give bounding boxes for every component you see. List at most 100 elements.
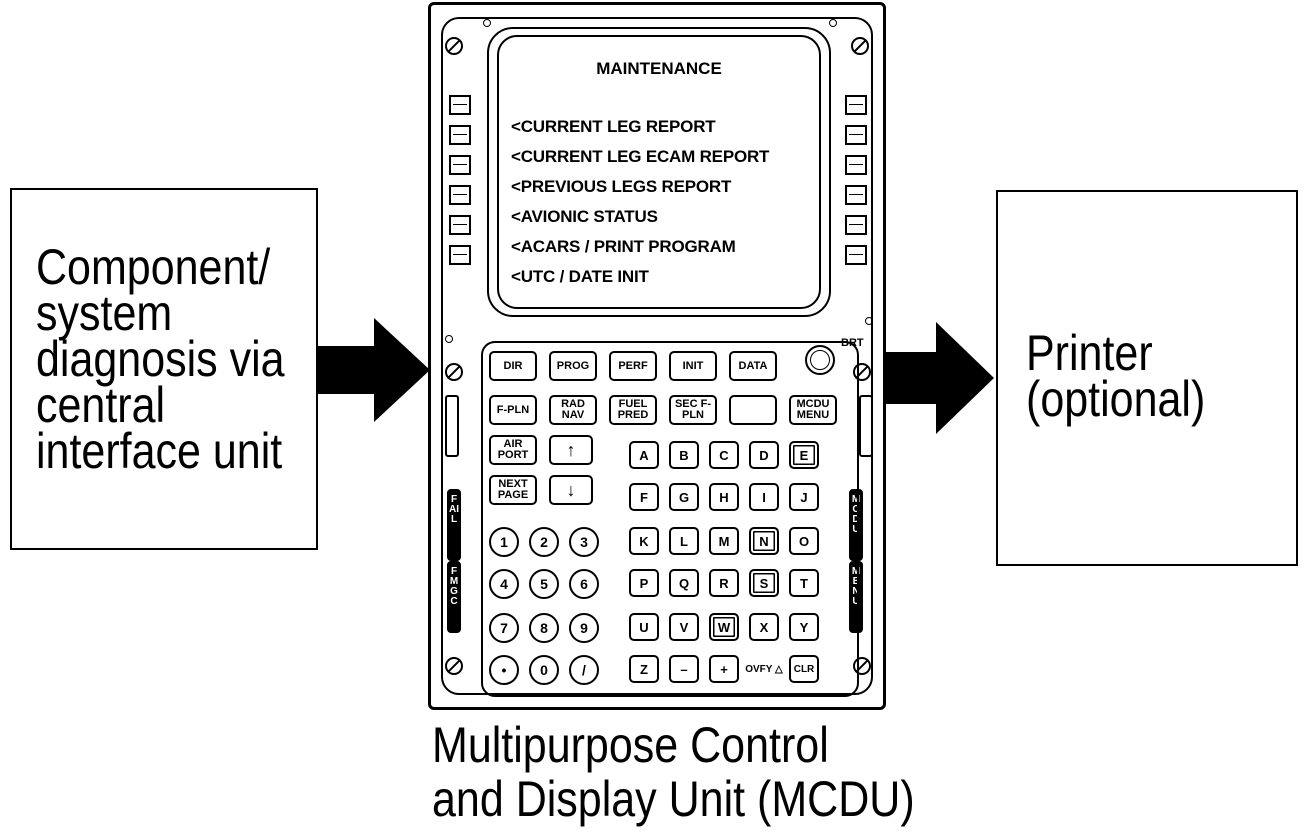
plus-key[interactable]: + — [709, 655, 739, 683]
printer-line-2: (optional) — [1026, 371, 1206, 427]
mcdu-unit: MAINTENANCE <CURRENT LEG REPORT <CURRENT… — [428, 2, 886, 710]
side-slot-left — [445, 395, 459, 457]
key-0[interactable]: 0 — [529, 655, 559, 685]
fmgc-annunciator: FMGC — [447, 561, 461, 633]
key-o[interactable]: O — [789, 527, 819, 555]
key-e[interactable]: E — [789, 441, 819, 469]
dir-key[interactable]: DIR — [489, 351, 537, 381]
decimal-key[interactable]: • — [489, 655, 519, 685]
diagnosis-line-5: interface unit — [36, 423, 283, 479]
line-select-key-left-3[interactable] — [449, 155, 471, 175]
diagnosis-text: Component/ system diagnosis via central … — [36, 242, 285, 479]
line-select-key-right-2[interactable] — [845, 125, 867, 145]
screen-title: MAINTENANCE — [596, 59, 722, 78]
line-select-key-right-4[interactable] — [845, 185, 867, 205]
sec-f-pln-key[interactable]: SEC F-PLN — [669, 395, 717, 425]
prog-key[interactable]: PROG — [549, 351, 597, 381]
menu-item-current-leg-ecam-report[interactable]: <CURRENT LEG ECAM REPORT — [511, 147, 770, 166]
key-8[interactable]: 8 — [529, 613, 559, 643]
brightness-knob[interactable] — [805, 345, 835, 375]
perf-key[interactable]: PERF — [609, 351, 657, 381]
f-pln-key[interactable]: F-PLN — [489, 395, 537, 425]
key-p[interactable]: P — [629, 569, 659, 597]
key-a[interactable]: A — [629, 441, 659, 469]
key-w[interactable]: W — [709, 613, 739, 641]
line-select-key-left-6[interactable] — [449, 245, 471, 265]
menu-item-previous-legs-report[interactable]: <PREVIOUS LEGS REPORT — [511, 177, 732, 196]
menu-annunciator: MENU — [849, 561, 863, 633]
side-slot-right — [859, 395, 873, 457]
fuel-pred-key[interactable]: FUEL PRED — [609, 395, 657, 425]
data-key[interactable]: DATA — [729, 351, 777, 381]
clr-key[interactable]: CLR — [789, 655, 819, 683]
key-z[interactable]: Z — [629, 655, 659, 683]
key-1[interactable]: 1 — [489, 527, 519, 557]
key-r[interactable]: R — [709, 569, 739, 597]
minus-key[interactable]: – — [669, 655, 699, 683]
line-select-key-right-6[interactable] — [845, 245, 867, 265]
mount-hole-icon — [483, 19, 491, 27]
key-j[interactable]: J — [789, 483, 819, 511]
key-u[interactable]: U — [629, 613, 659, 641]
key-x[interactable]: X — [749, 613, 779, 641]
display-screen: MAINTENANCE <CURRENT LEG REPORT <CURRENT… — [497, 35, 821, 309]
printer-text: Printer (optional) — [1026, 325, 1206, 427]
key-l[interactable]: L — [669, 527, 699, 555]
diagnosis-line-2: system — [36, 285, 173, 341]
key-h[interactable]: H — [709, 483, 739, 511]
line-select-key-left-5[interactable] — [449, 215, 471, 235]
line-select-key-right-5[interactable] — [845, 215, 867, 235]
line-select-key-right-1[interactable] — [845, 95, 867, 115]
airport-key[interactable]: AIR PORT — [489, 435, 537, 465]
key-k[interactable]: K — [629, 527, 659, 555]
ovfy-key[interactable]: OVFY △ — [745, 653, 783, 685]
menu-item-acars-print-program[interactable]: <ACARS / PRINT PROGRAM — [511, 237, 736, 256]
up-arrow-key[interactable]: ↑ — [549, 435, 593, 465]
next-page-key[interactable]: NEXT PAGE — [489, 475, 537, 505]
mcdu-inner-frame — [441, 17, 873, 695]
blank-key[interactable] — [729, 395, 777, 425]
key-7[interactable]: 7 — [489, 613, 519, 643]
menu-annunciator-label: MENU — [851, 566, 861, 607]
input-arrow-icon — [318, 318, 430, 422]
screw-icon — [445, 657, 463, 675]
init-key[interactable]: INIT — [669, 351, 717, 381]
key-b[interactable]: B — [669, 441, 699, 469]
key-2[interactable]: 2 — [529, 527, 559, 557]
menu-item-avionic-status[interactable]: <AVIONIC STATUS — [511, 207, 658, 226]
key-4[interactable]: 4 — [489, 569, 519, 599]
key-q[interactable]: Q — [669, 569, 699, 597]
menu-item-current-leg-report[interactable]: <CURRENT LEG REPORT — [511, 117, 716, 136]
key-c[interactable]: C — [709, 441, 739, 469]
mount-hole-icon — [865, 317, 873, 325]
key-i[interactable]: I — [749, 483, 779, 511]
mcdu-caption: Multipurpose Control and Display Unit (M… — [432, 718, 915, 826]
output-arrow-icon — [886, 322, 994, 434]
down-arrow-key[interactable]: ↓ — [549, 475, 593, 505]
mount-hole-icon — [445, 335, 453, 343]
key-s[interactable]: S — [749, 569, 779, 597]
display-bezel: MAINTENANCE <CURRENT LEG REPORT <CURRENT… — [487, 27, 831, 317]
line-select-key-left-1[interactable] — [449, 95, 471, 115]
mcdu-menu-key[interactable]: MCDU MENU — [789, 395, 837, 425]
key-f[interactable]: F — [629, 483, 659, 511]
key-v[interactable]: V — [669, 613, 699, 641]
key-3[interactable]: 3 — [569, 527, 599, 557]
key-d[interactable]: D — [749, 441, 779, 469]
key-n[interactable]: N — [749, 527, 779, 555]
key-6[interactable]: 6 — [569, 569, 599, 599]
line-select-key-left-4[interactable] — [449, 185, 471, 205]
rad-nav-key[interactable]: RAD NAV — [549, 395, 597, 425]
key-t[interactable]: T — [789, 569, 819, 597]
key-9[interactable]: 9 — [569, 613, 599, 643]
key-g[interactable]: G — [669, 483, 699, 511]
line-select-key-left-2[interactable] — [449, 125, 471, 145]
key-y[interactable]: Y — [789, 613, 819, 641]
screw-icon — [445, 37, 463, 55]
menu-item-utc-date-init[interactable]: <UTC / DATE INIT — [511, 267, 649, 286]
key-m[interactable]: M — [709, 527, 739, 555]
slash-key[interactable]: / — [569, 655, 599, 685]
line-select-key-right-3[interactable] — [845, 155, 867, 175]
printer-line-1: Printer — [1026, 325, 1153, 381]
key-5[interactable]: 5 — [529, 569, 559, 599]
